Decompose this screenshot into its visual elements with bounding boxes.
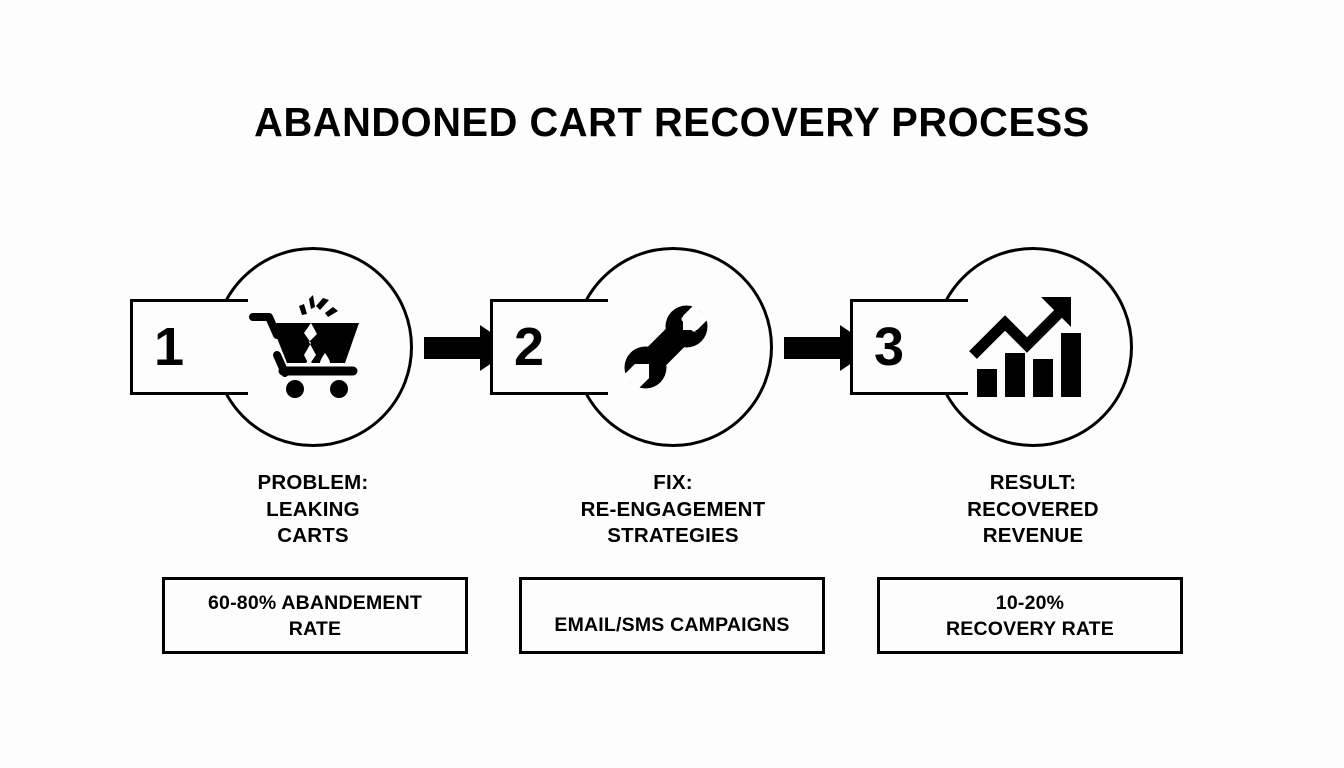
step-3-caption-line-1: RESULT: (989, 471, 1077, 494)
step-3-stat-box: 10-20% RECOVERY RATE (877, 577, 1183, 654)
step-1-stat-line-1: 60-80% ABANDEMENT (208, 591, 422, 614)
step-1-caption: PROBLEM: LEAKING CARTS (153, 470, 473, 550)
step-1-number-tab (130, 299, 248, 395)
step-1-number: 1 (153, 317, 185, 377)
step-2-number: 2 (513, 317, 545, 377)
step-1-caption-line-3: CARTS (277, 524, 349, 547)
step-3-caption-line-2: RECOVERED (967, 497, 1099, 521)
step-1-stat-box: 60-80% ABANDEMENT RATE (162, 577, 468, 654)
step-3-stat-line-2: RECOVERY RATE (945, 617, 1115, 640)
step-2-stat-box: EMAIL/SMS CAMPAIGNS (519, 577, 825, 654)
step-2-caption-line-1: FIX: (653, 471, 693, 494)
page-title: ABANDONED CART RECOVERY PROCESS (254, 99, 1090, 145)
leaking-shopping-cart-icon (247, 293, 365, 401)
step-1-caption-line-1: PROBLEM: (257, 471, 369, 494)
step-1-caption-line-2: LEAKING (266, 497, 360, 521)
step-3[interactable]: 3 (850, 247, 1133, 447)
step-3-number-tab (850, 299, 968, 395)
step-1-stat-line-2: RATE (288, 617, 342, 640)
step-1[interactable]: 1 (130, 247, 413, 447)
step-3-stat-line-1: 10-20% (995, 591, 1065, 614)
step-2-caption-line-2: RE-ENGAGEMENT (580, 497, 766, 521)
step-2[interactable]: 2 (490, 247, 773, 447)
growth-bar-chart-icon (967, 293, 1085, 401)
step-3-caption-line-3: REVENUE (982, 524, 1084, 547)
step-3-number: 3 (873, 317, 905, 377)
step-2-caption-line-3: STRATEGIES (607, 524, 739, 547)
wrench-icon (607, 293, 725, 401)
step-2-number-tab (490, 299, 608, 395)
step-3-caption: RESULT: RECOVERED REVENUE (873, 470, 1193, 550)
step-2-caption: FIX: RE-ENGAGEMENT STRATEGIES (513, 470, 833, 550)
step-2-stat-line-1: EMAIL/SMS CAMPAIGNS (554, 614, 790, 636)
